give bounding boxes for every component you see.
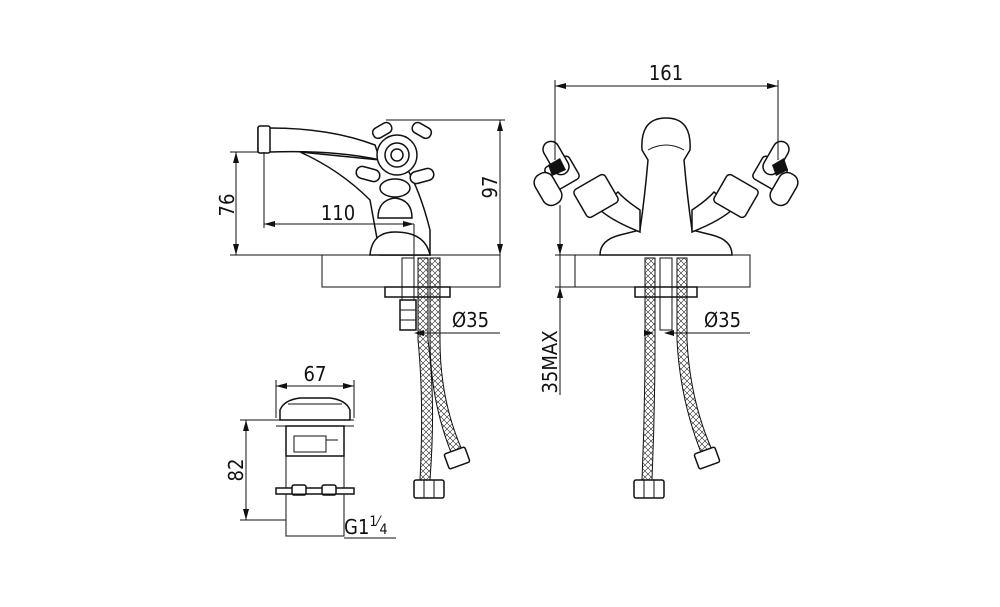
dim-width-front: 161 xyxy=(649,61,683,85)
drain-view: 67 82 G11⁄4 xyxy=(224,362,396,539)
dim-spout-height: 76 xyxy=(215,194,239,217)
side-cross-handle xyxy=(355,121,435,198)
drain-window xyxy=(293,435,327,453)
side-base-dome xyxy=(377,197,413,219)
dim-drain-height: 82 xyxy=(224,459,248,482)
dim-total-height: 97 xyxy=(478,176,502,199)
front-washer xyxy=(634,286,698,298)
dim-deck-thickness: 35MAX xyxy=(538,330,562,393)
side-nut xyxy=(399,299,417,331)
dim-hole-diameter-side: Ø35 xyxy=(452,308,489,332)
front-hose-nut-right xyxy=(693,446,721,470)
front-view: 161 35MAX Ø35 xyxy=(533,61,799,499)
thread-label: G11⁄4 xyxy=(344,514,388,539)
drain-thread-upper xyxy=(285,455,345,489)
front-hose-nut-left xyxy=(633,479,665,499)
drain-flange xyxy=(275,487,355,495)
front-stud xyxy=(659,257,673,331)
side-view: 76 110 97 Ø35 xyxy=(215,119,505,499)
front-right-handle xyxy=(691,140,799,234)
dim-hole-diameter-front: Ø35 xyxy=(704,308,741,332)
dim-drain-diameter: 67 xyxy=(304,362,327,386)
front-left-handle xyxy=(533,140,641,234)
side-hose-nut-right xyxy=(443,446,471,470)
front-body xyxy=(599,117,733,256)
drain-thread-lower xyxy=(285,493,345,537)
side-hose-nut-left xyxy=(413,479,445,499)
side-spout-nozzle xyxy=(257,125,271,154)
dim-width-side: 110 xyxy=(321,201,355,225)
drain-cap xyxy=(279,397,351,421)
side-base xyxy=(369,231,431,256)
